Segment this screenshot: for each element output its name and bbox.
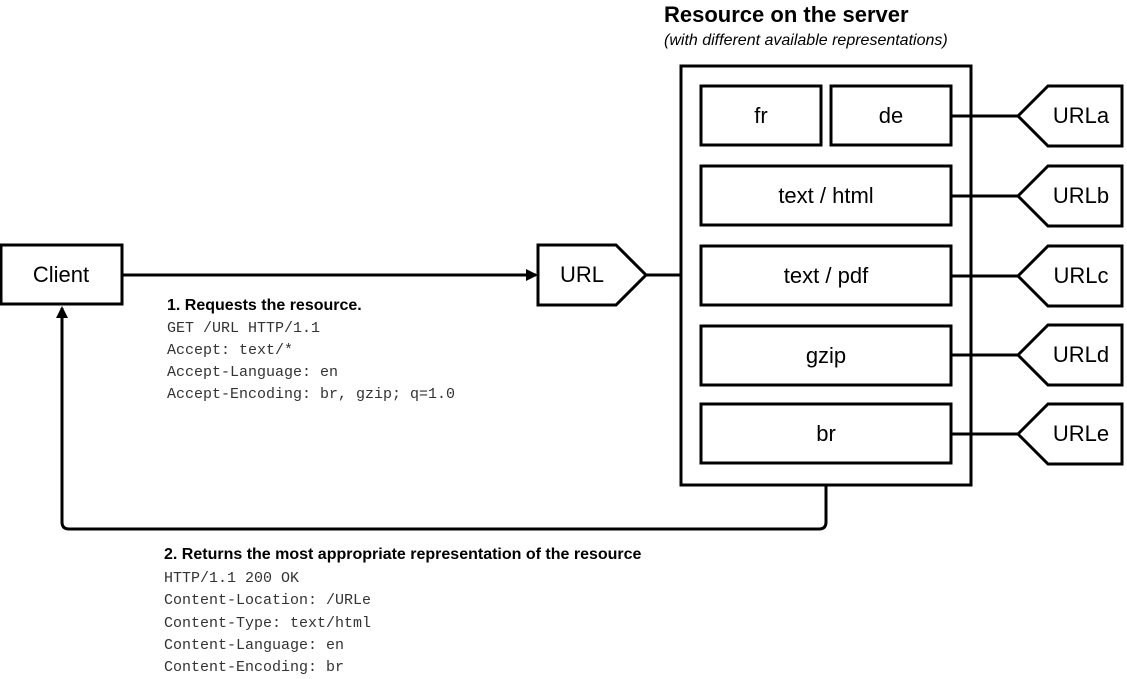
representation-br-label: br: [816, 421, 836, 446]
url-tag-e: URLe: [1015, 402, 1124, 466]
url-tag-d-label: URLd: [1053, 342, 1109, 367]
url-tag-a-label: URLa: [1053, 103, 1110, 128]
response-title: 2. Returns the most appropriate represen…: [164, 546, 642, 563]
representation-text-html: text / html: [699, 164, 953, 227]
request-line-4: Accept-Encoding: br, gzip; q=1.0: [167, 386, 455, 403]
request-title: 1. Requests the resource.: [167, 297, 362, 314]
server-title: Resource on the server: [664, 2, 909, 27]
representation-text-html-label: text / html: [778, 183, 873, 208]
url-tag-d: URLd: [1015, 323, 1124, 387]
representation-gzip-label: gzip: [806, 343, 846, 368]
response-line-5: Content-Encoding: br: [164, 659, 344, 676]
representation-fr-label: fr: [754, 103, 767, 128]
representation-text-pdf-label: text / pdf: [784, 263, 869, 288]
resource-url-tag: URL: [536, 243, 649, 307]
request-line-3: Accept-Language: en: [167, 364, 338, 381]
url-tag-c: URLc: [1015, 244, 1124, 308]
response-line-2: Content-Location: /URLe: [164, 592, 371, 609]
response-line-3: Content-Type: text/html: [164, 615, 371, 632]
url-tag-c-label: URLc: [1053, 263, 1108, 288]
url-tag-e-label: URLe: [1053, 421, 1109, 446]
url-tag-b: URLb: [1015, 164, 1124, 228]
resource-url-label: URL: [560, 262, 604, 287]
response-line-1: HTTP/1.1 200 OK: [164, 570, 299, 587]
url-tag-a: URLa: [1015, 84, 1124, 148]
representation-gzip: gzip: [699, 324, 953, 387]
response-line-4: Content-Language: en: [164, 637, 344, 654]
client-box: Client: [0, 243, 124, 306]
url-tag-b-label: URLb: [1053, 183, 1109, 208]
representation-br: br: [699, 402, 953, 465]
representation-de-label: de: [879, 103, 903, 128]
client-label: Client: [33, 262, 89, 287]
representation-de: de: [829, 84, 953, 147]
representation-text-pdf: text / pdf: [699, 244, 953, 307]
representation-fr: fr: [699, 84, 823, 147]
request-line-1: GET /URL HTTP/1.1: [167, 320, 320, 337]
request-line-2: Accept: text/*: [167, 342, 293, 359]
response-arrow: [56, 306, 828, 531]
server-subtitle: (with different available representation…: [664, 32, 948, 49]
